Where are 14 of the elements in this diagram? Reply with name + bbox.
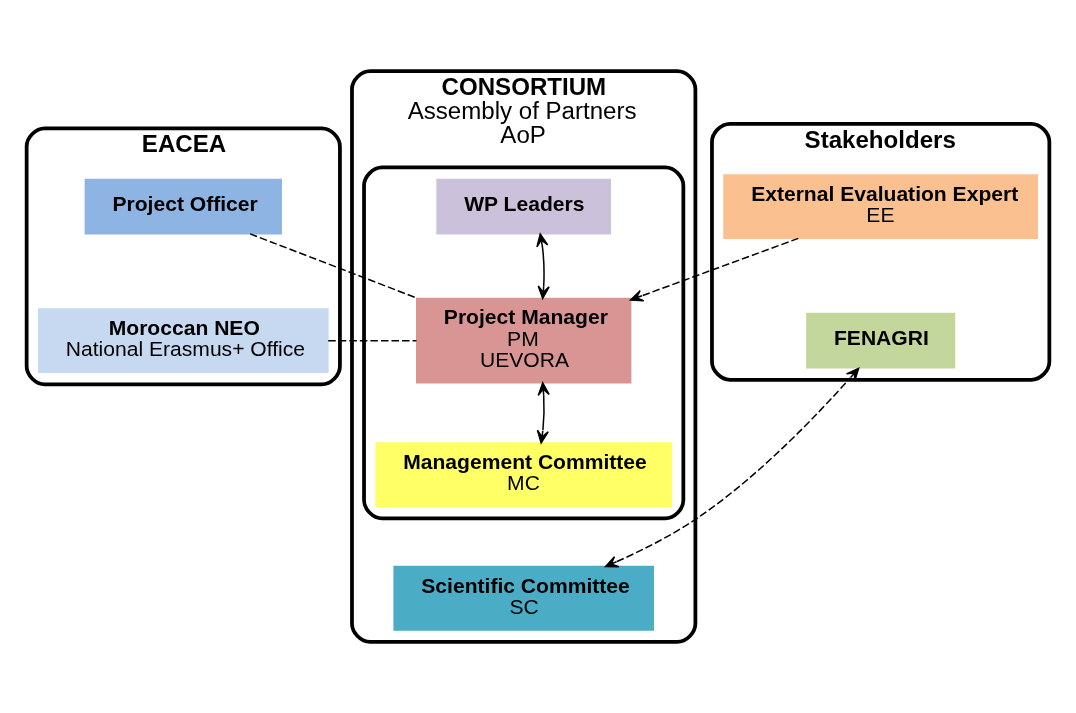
cluster: [362, 165, 686, 521]
node-box: External Evaluation Expert EE: [723, 174, 1039, 239]
node-box: FENAGRI: [806, 312, 956, 369]
arrow: [604, 367, 860, 568]
node-box: Project Manager PM UEVORA: [416, 297, 632, 384]
node-box: Moroccan NEO National Erasmus+ Office: [37, 308, 329, 374]
arrow: [536, 233, 550, 300]
node-box: Management Committee MC: [375, 442, 673, 508]
node-box: Scientific Committee SC: [393, 565, 654, 631]
node-box: Project Officer: [84, 178, 282, 235]
arrow: [629, 237, 800, 302]
node-box: WP Leaders: [436, 178, 612, 235]
arrow: [536, 382, 550, 444]
connector: [327, 339, 418, 342]
